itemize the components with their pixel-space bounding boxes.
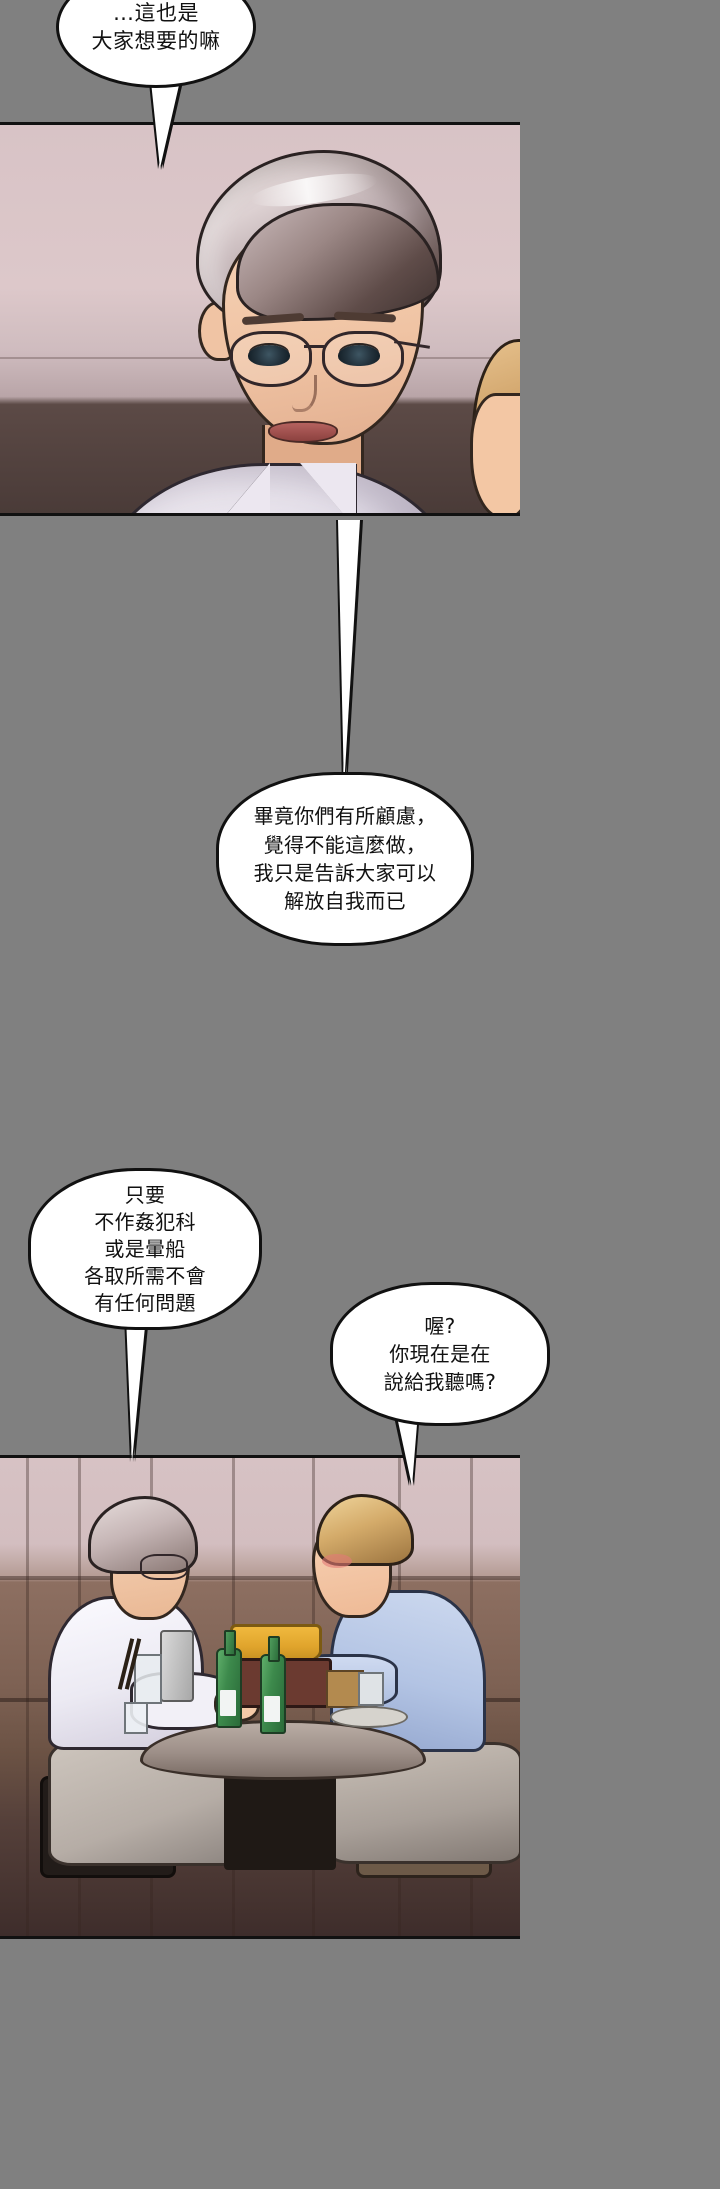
speech-bubble-3-text: 只要 不作姦犯科 或是暈船 各取所需不會 有任何問題 <box>84 1182 206 1315</box>
man-bangs <box>236 203 440 321</box>
blonde-man-partial-face <box>470 393 520 513</box>
speech-bubble-3-tail <box>126 1316 146 1462</box>
man-nose <box>292 375 317 412</box>
plate <box>330 1706 408 1728</box>
speech-bubble-1-text: …這也是 大家想要的嘛 <box>91 0 221 53</box>
man-shirt <box>96 463 462 513</box>
soju-bottle <box>260 1636 286 1734</box>
eyeglasses-lens-right <box>322 331 404 387</box>
speech-bubble-1: …這也是 大家想要的嘛 <box>56 0 256 88</box>
speech-bubble-2-text: 畢竟你們有所顧慮， 覺得不能這麼做， 我只是告訴大家可以 解放自我而已 <box>253 804 437 914</box>
soju-bottle <box>216 1630 242 1728</box>
man-mouth <box>268 421 338 443</box>
shirt-collar-left <box>214 463 270 513</box>
drinking-glass <box>124 1702 148 1734</box>
comic-panel-2 <box>0 1455 520 1939</box>
soju-bottle-label <box>220 1690 236 1716</box>
wall-trim-upper <box>0 1576 520 1580</box>
drinking-glass <box>134 1654 162 1704</box>
speech-bubble-2: 畢竟你們有所顧慮， 覺得不能這麼做， 我只是告訴大家可以 解放自我而已 <box>216 772 474 946</box>
man-eye-left <box>248 345 290 366</box>
speech-bubble-4-tail <box>396 1412 418 1486</box>
eyeglasses-icon <box>140 1554 188 1580</box>
side-dish-box <box>326 1670 364 1708</box>
wall-plank <box>26 1458 29 1936</box>
eyeglasses-bridge <box>304 345 326 348</box>
man-eye-right <box>338 345 380 366</box>
thermos <box>160 1630 194 1702</box>
cup <box>358 1672 384 1706</box>
comic-panel-1 <box>0 122 520 516</box>
soju-bottle-label <box>264 1696 280 1722</box>
speech-bubble-1-tail <box>150 72 182 168</box>
shirt-collar-right <box>300 463 356 513</box>
speech-bubble-4: 喔? 你現在是在 說給我聽嗎? <box>330 1282 550 1426</box>
speech-bubble-3: 只要 不作姦犯科 或是暈船 各取所需不會 有任何問題 <box>28 1168 262 1330</box>
blonde-man-blush <box>322 1554 352 1568</box>
speech-bubble-4-text: 喔? 你現在是在 說給我聽嗎? <box>383 1314 497 1394</box>
speech-bubble-2-tail <box>338 520 360 788</box>
